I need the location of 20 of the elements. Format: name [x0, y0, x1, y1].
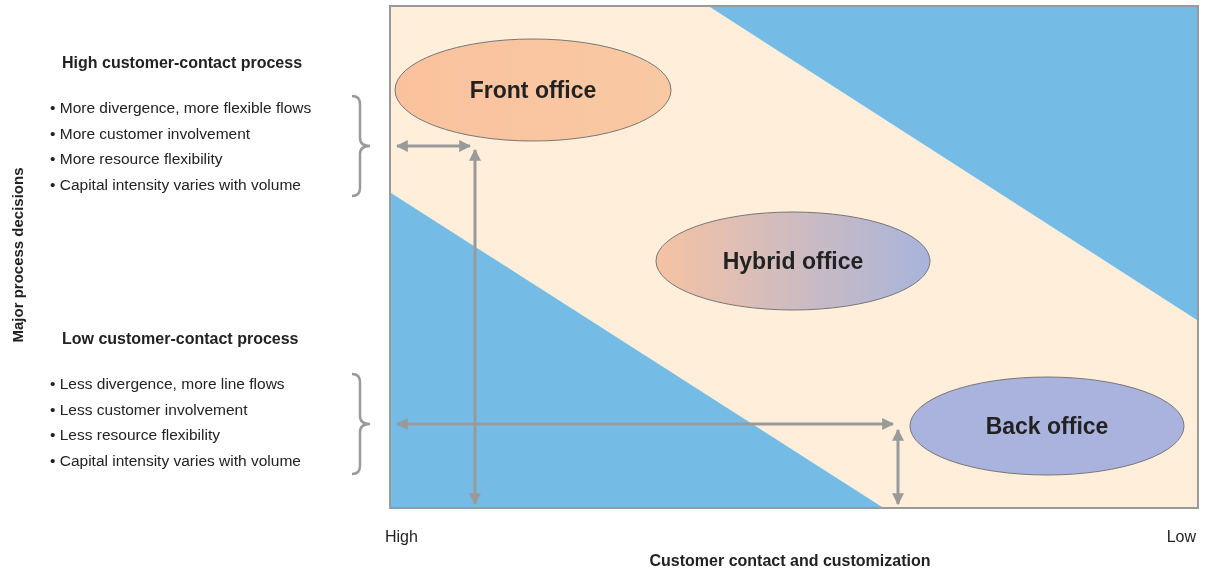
bullet-item: • More resource flexibility	[50, 149, 223, 169]
bullet-item: • Less divergence, more line flows	[50, 374, 285, 394]
bullet-item: • Capital intensity varies with volume	[50, 175, 301, 195]
office-ellipse	[909, 376, 1185, 476]
bullet-item: • More divergence, more flexible flows	[50, 98, 312, 118]
axis-title: Customer contact and customization	[649, 551, 931, 571]
axis-title: Major process decisions	[7, 167, 27, 343]
bullet-item: • Less resource flexibility	[50, 425, 220, 445]
office-ellipse	[394, 38, 672, 142]
section-heading: High customer-contact process	[62, 53, 303, 73]
node-label: Back office	[985, 411, 1109, 441]
bullet-item: • Capital intensity varies with volume	[50, 451, 301, 471]
bullet-item: • More customer involvement	[50, 124, 251, 144]
axis-tick-label: Low	[1166, 527, 1196, 547]
node-label: Front office	[469, 75, 597, 105]
axis-tick-label: High	[385, 527, 418, 547]
node-label: Hybrid office	[722, 246, 864, 276]
office-ellipse	[655, 211, 931, 311]
bullet-item: • Less customer involvement	[50, 400, 248, 420]
section-heading: Low customer-contact process	[62, 329, 299, 349]
